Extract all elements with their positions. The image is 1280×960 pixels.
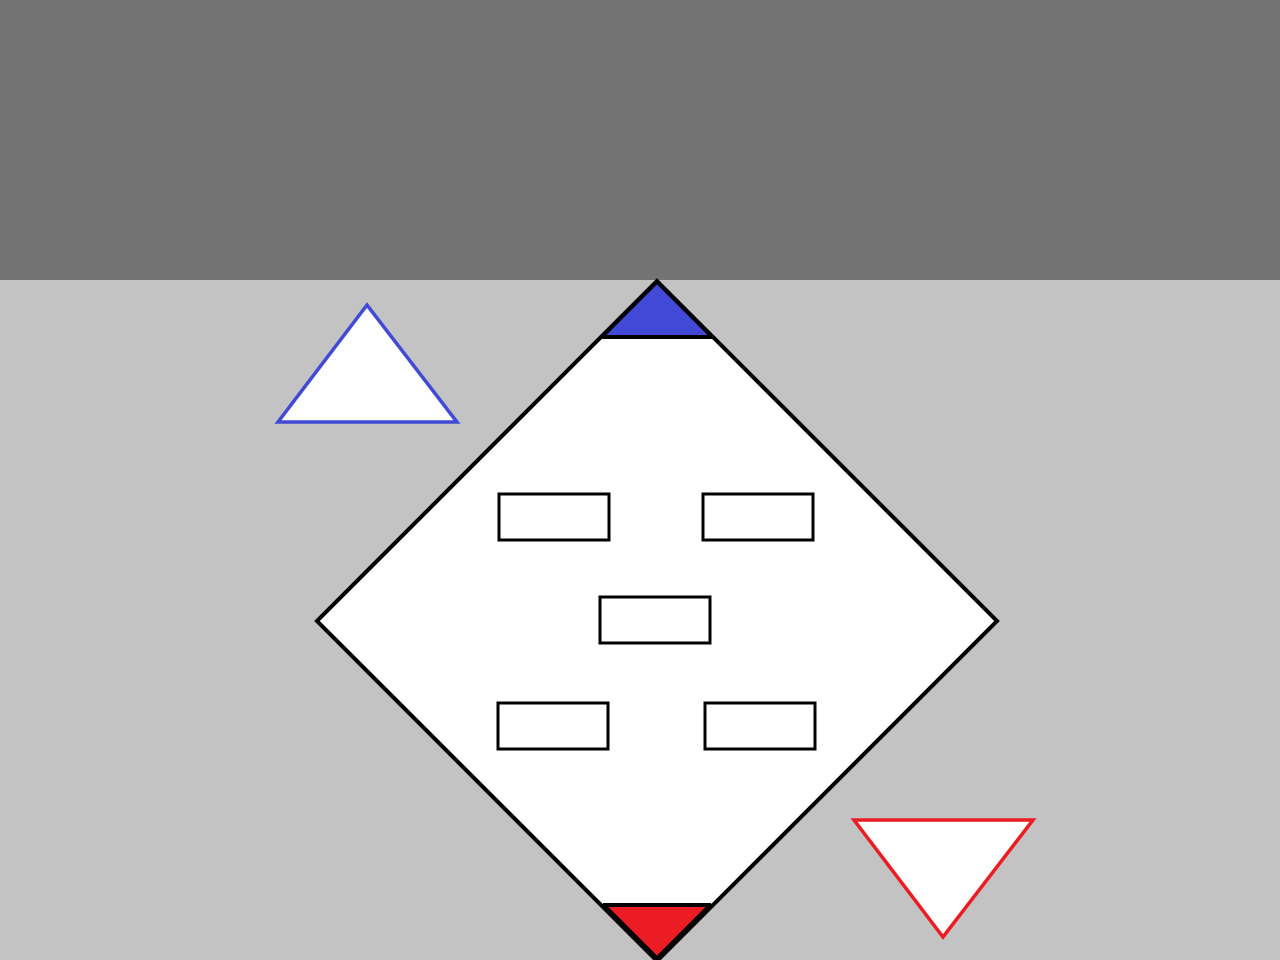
slot-center[interactable]: [598, 595, 712, 645]
slot-upper-left[interactable]: [497, 492, 611, 542]
slot-upper-right[interactable]: [701, 492, 815, 542]
slot-lower-left[interactable]: [496, 701, 610, 751]
top-tip-blue[interactable]: [600, 281, 714, 338]
blue-triangle-marker[interactable]: [274, 302, 461, 424]
red-triangle-marker[interactable]: [850, 818, 1037, 940]
bottom-tip-red[interactable]: [602, 904, 712, 959]
slot-lower-right[interactable]: [703, 701, 817, 751]
header-band: [0, 0, 1280, 280]
